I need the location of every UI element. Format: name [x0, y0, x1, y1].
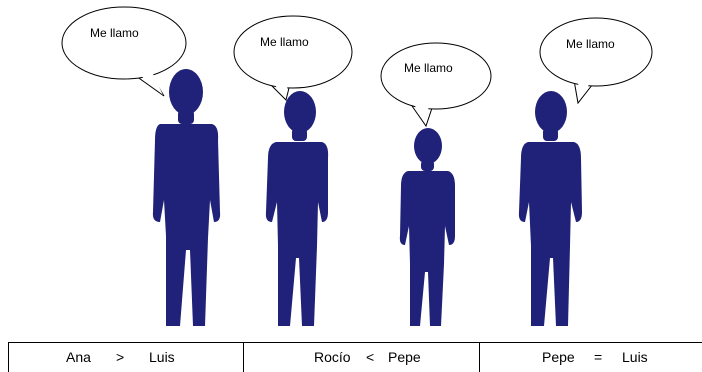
speech-bubble-4-text: Me llamo — [566, 37, 615, 51]
person-figure-2 — [265, 91, 329, 326]
clue-cell-3: Pepe = Luis — [479, 343, 702, 372]
clue-2-left: Rocío — [314, 349, 351, 365]
clue-2-right: Pepe — [388, 349, 421, 365]
scene: Me llamo Me llamo Me llamo Me llamo — [61, 6, 653, 326]
speech-bubble-2 — [233, 15, 353, 101]
clue-row: Ana > Luis Rocío < Pepe Pepe = Luis — [8, 342, 702, 372]
speech-bubble-3-text: Me llamo — [404, 61, 453, 75]
clue-3-operator: = — [594, 349, 603, 365]
clue-1-operator: > — [116, 349, 125, 365]
speech-bubble-1 — [61, 6, 187, 97]
speech-bubble-1-text: Me llamo — [90, 26, 139, 40]
speech-bubble-3 — [380, 42, 492, 128]
clue-cell-1: Ana > Luis — [8, 343, 243, 372]
clue-3-left: Pepe — [542, 349, 575, 365]
clue-cell-2: Rocío < Pepe — [243, 343, 479, 372]
person-figure-3 — [399, 128, 455, 326]
clue-2-operator: < — [366, 349, 375, 365]
speech-bubble-4 — [539, 17, 653, 105]
clue-1-left: Ana — [66, 349, 91, 365]
person-figure-1 — [152, 69, 221, 326]
person-figure-4 — [518, 91, 582, 326]
clue-3-right: Luis — [622, 349, 648, 365]
clue-1-right: Luis — [149, 349, 175, 365]
speech-bubble-2-text: Me llamo — [260, 35, 309, 49]
